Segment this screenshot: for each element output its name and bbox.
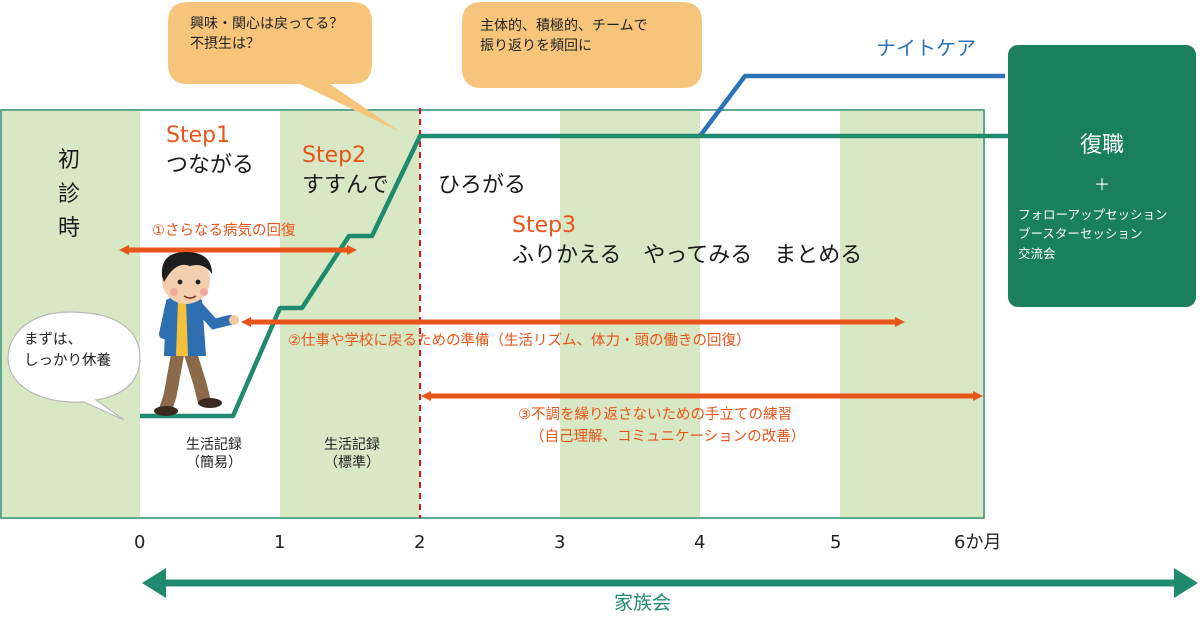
initial-visit-label: 初 診 時 [58, 144, 80, 246]
family-arrow-right-head [1174, 568, 1198, 598]
step2-title: Step2 [302, 143, 367, 168]
axis-tick-4: 4 [694, 532, 706, 553]
arrow-practice-label: ③不調を繰り返さないための手立ての練習 [518, 407, 792, 423]
step1-title: Step1 [166, 123, 231, 148]
record-standard: 生活記録 （標準） [312, 436, 392, 472]
return-box-title: 復職 [1079, 133, 1124, 158]
axis-tick-6-months: 6か月 [954, 532, 1002, 553]
band-month-3-4 [560, 111, 700, 517]
record-standard-line1: 生活記録 [324, 437, 380, 453]
record-simple-line1: 生活記録 [186, 437, 242, 453]
initial-char-3: 時 [58, 216, 81, 242]
axis-tick-1: 1 [274, 532, 286, 553]
family-meeting-label: 家族会 [614, 592, 672, 614]
progress-line [140, 133, 1008, 419]
step3-text: ふりかえる やってみる まとめる [512, 243, 863, 268]
initial-char-1: 初 [58, 148, 81, 173]
record-simple: 生活記録 （簡易） [174, 436, 254, 472]
night-care-label: ナイトケア [876, 36, 976, 60]
widen-text: ひろがる [438, 173, 527, 198]
step2-text: すすんで [302, 173, 389, 198]
record-simple-line2: （簡易） [186, 455, 242, 472]
arrow-practice-sublabel: （自己理解、コミュニケーションの改善） [530, 429, 806, 445]
bubble-interest-text: 興味・関心は戻ってる？ 不摂生は？ [190, 14, 343, 55]
initial-char-2: 診 [58, 182, 81, 208]
family-arrow-left-head [142, 568, 166, 598]
band-month-1-2 [280, 111, 420, 517]
axis-tick-3: 3 [554, 532, 566, 553]
axis-tick-5: 5 [830, 532, 842, 553]
night-care-line [698, 73, 1005, 138]
bubble-rest [7, 311, 141, 421]
bubble-rest-line2: しっかり休養 [24, 353, 111, 370]
walking-person-illustration [154, 252, 239, 416]
bubble-rest-line1: まずは、 [24, 332, 82, 348]
return-item-exchange: 交流会 [1018, 245, 1056, 261]
return-box-plus: ＋ [1093, 175, 1110, 194]
bubble-interest-line1: 興味・関心は戻ってる？ [190, 16, 344, 32]
axis-tick-2: 2 [414, 532, 426, 553]
bubble-interest-line2: 不摂生は？ [190, 36, 260, 53]
return-box-items: フォローアップセッション ブースターセッション 交流会 [1018, 205, 1196, 263]
bubble-team-line2: 振り返りを頻回に [480, 38, 592, 55]
return-item-followup: フォローアップセッション [1018, 207, 1168, 222]
axis-tick-0: 0 [134, 532, 146, 553]
record-standard-line2: （標準） [324, 455, 380, 472]
step3-title: Step3 [512, 213, 577, 238]
return-to-work-box: 復職 ＋ フォローアップセッション ブースターセッション 交流会 [1008, 45, 1196, 307]
arrow-recovery-label: ①さらなる病気の回復 [152, 223, 296, 239]
bubble-team-line1: 主体的、積極的、チームで [480, 18, 648, 34]
arrow-preparation-label: ②仕事や学校に戻るための準備（生活リズム、体力・頭の働きの回復） [288, 333, 751, 349]
bubble-team [462, 2, 702, 88]
bubble-team-text: 主体的、積極的、チームで 振り返りを頻回に [480, 16, 648, 57]
band-month-5-6 [840, 111, 983, 517]
bubble-interest [168, 2, 400, 132]
bubble-rest-text: まずは、 しっかり休養 [24, 330, 111, 372]
return-item-booster: ブースターセッション [1018, 226, 1143, 242]
step1-text: つながる [166, 153, 255, 178]
